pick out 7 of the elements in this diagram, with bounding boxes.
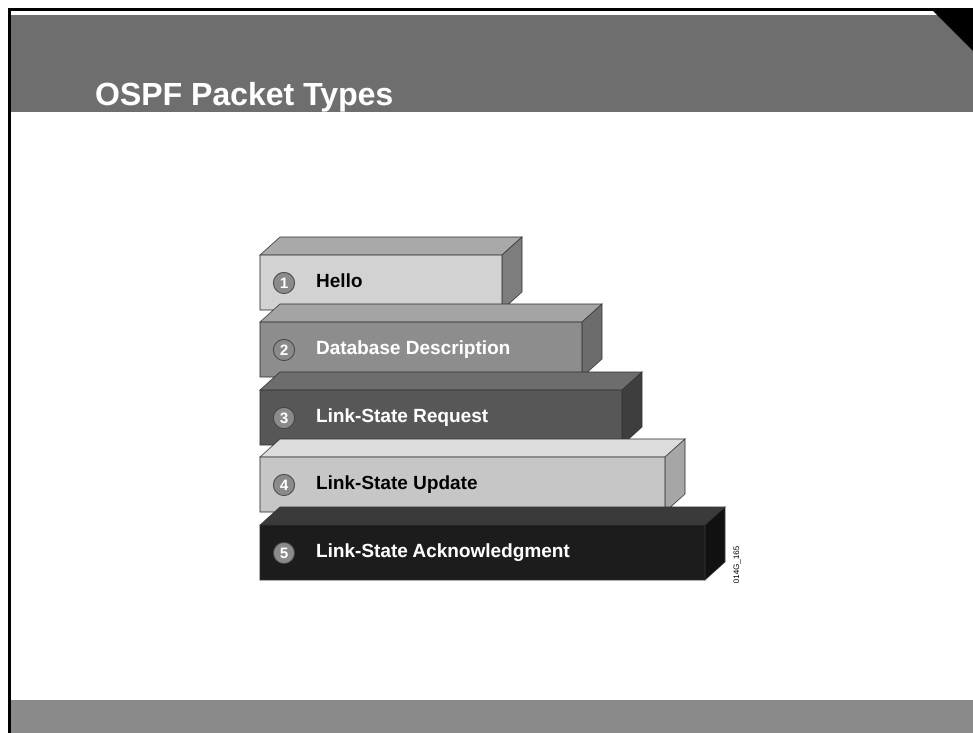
packet-type-label: Hello — [316, 271, 362, 293]
packet-type-label: Link-State Request — [316, 406, 488, 428]
packet-type-label: Link-State Update — [316, 473, 478, 495]
slide-title: OSPF Packet Types — [95, 76, 394, 113]
packet-type-label: Database Description — [316, 338, 510, 360]
figure-id: 014G_165 — [732, 546, 742, 584]
packet-type-label: Link-State Acknowledgment — [316, 541, 570, 563]
